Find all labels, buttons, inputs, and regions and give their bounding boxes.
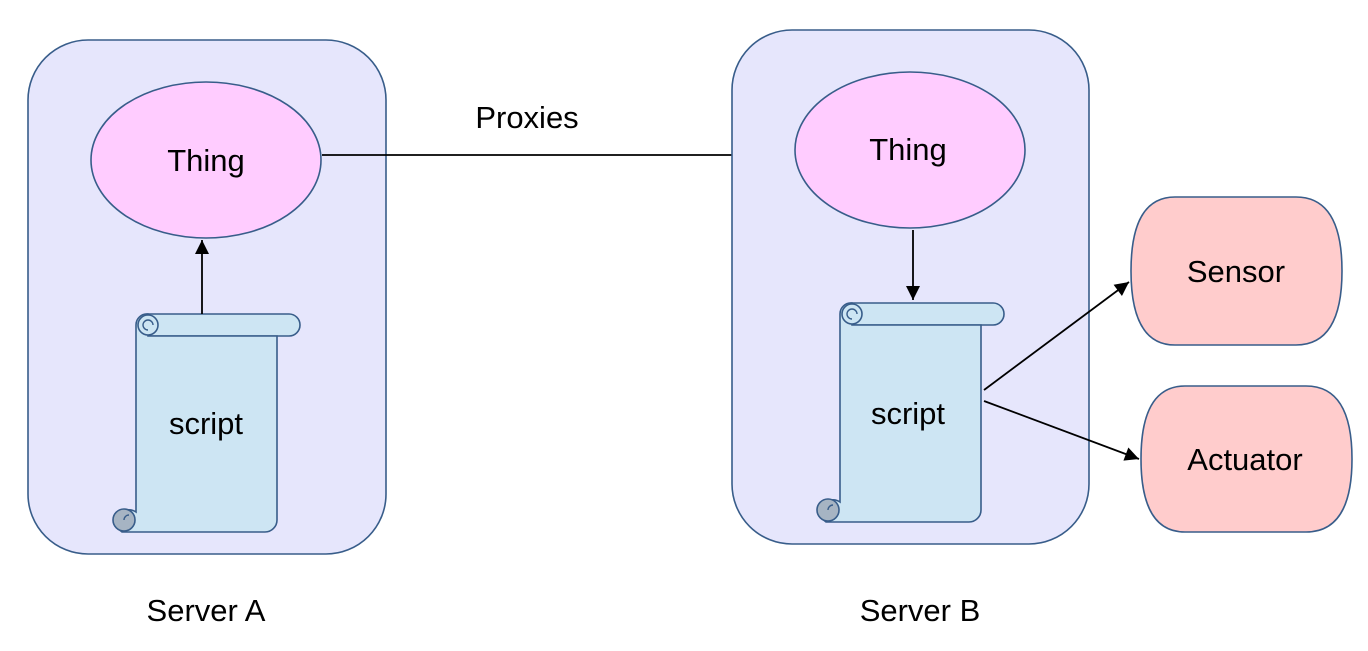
server-b-label: Server B	[860, 593, 981, 628]
server-a: Thing script	[27, 39, 387, 555]
server-b-script-label: script	[871, 396, 945, 431]
actuator-label: Actuator	[1187, 442, 1302, 477]
sensor-label: Sensor	[1187, 254, 1285, 289]
proxies-label: Proxies	[475, 100, 578, 135]
sensor-node: Sensor	[1130, 196, 1343, 346]
server-b-script-node	[816, 302, 1005, 523]
server-a-thing-label: Thing	[167, 143, 245, 178]
server-a-script-node	[112, 313, 301, 533]
scroll-top-curl-icon	[137, 314, 159, 336]
server-b: Thing script	[731, 29, 1090, 545]
server-b-thing-label: Thing	[869, 132, 947, 167]
actuator-node: Actuator	[1140, 385, 1353, 533]
server-b-thing-node	[794, 71, 1026, 229]
server-a-script-label: script	[169, 406, 243, 441]
server-a-thing-node	[90, 81, 322, 239]
scroll-top-curl-icon	[841, 303, 863, 325]
script-to-actuator-arrow	[983, 400, 1140, 461]
script-to-sensor-arrow	[983, 281, 1130, 391]
server-a-label: Server A	[147, 593, 266, 628]
